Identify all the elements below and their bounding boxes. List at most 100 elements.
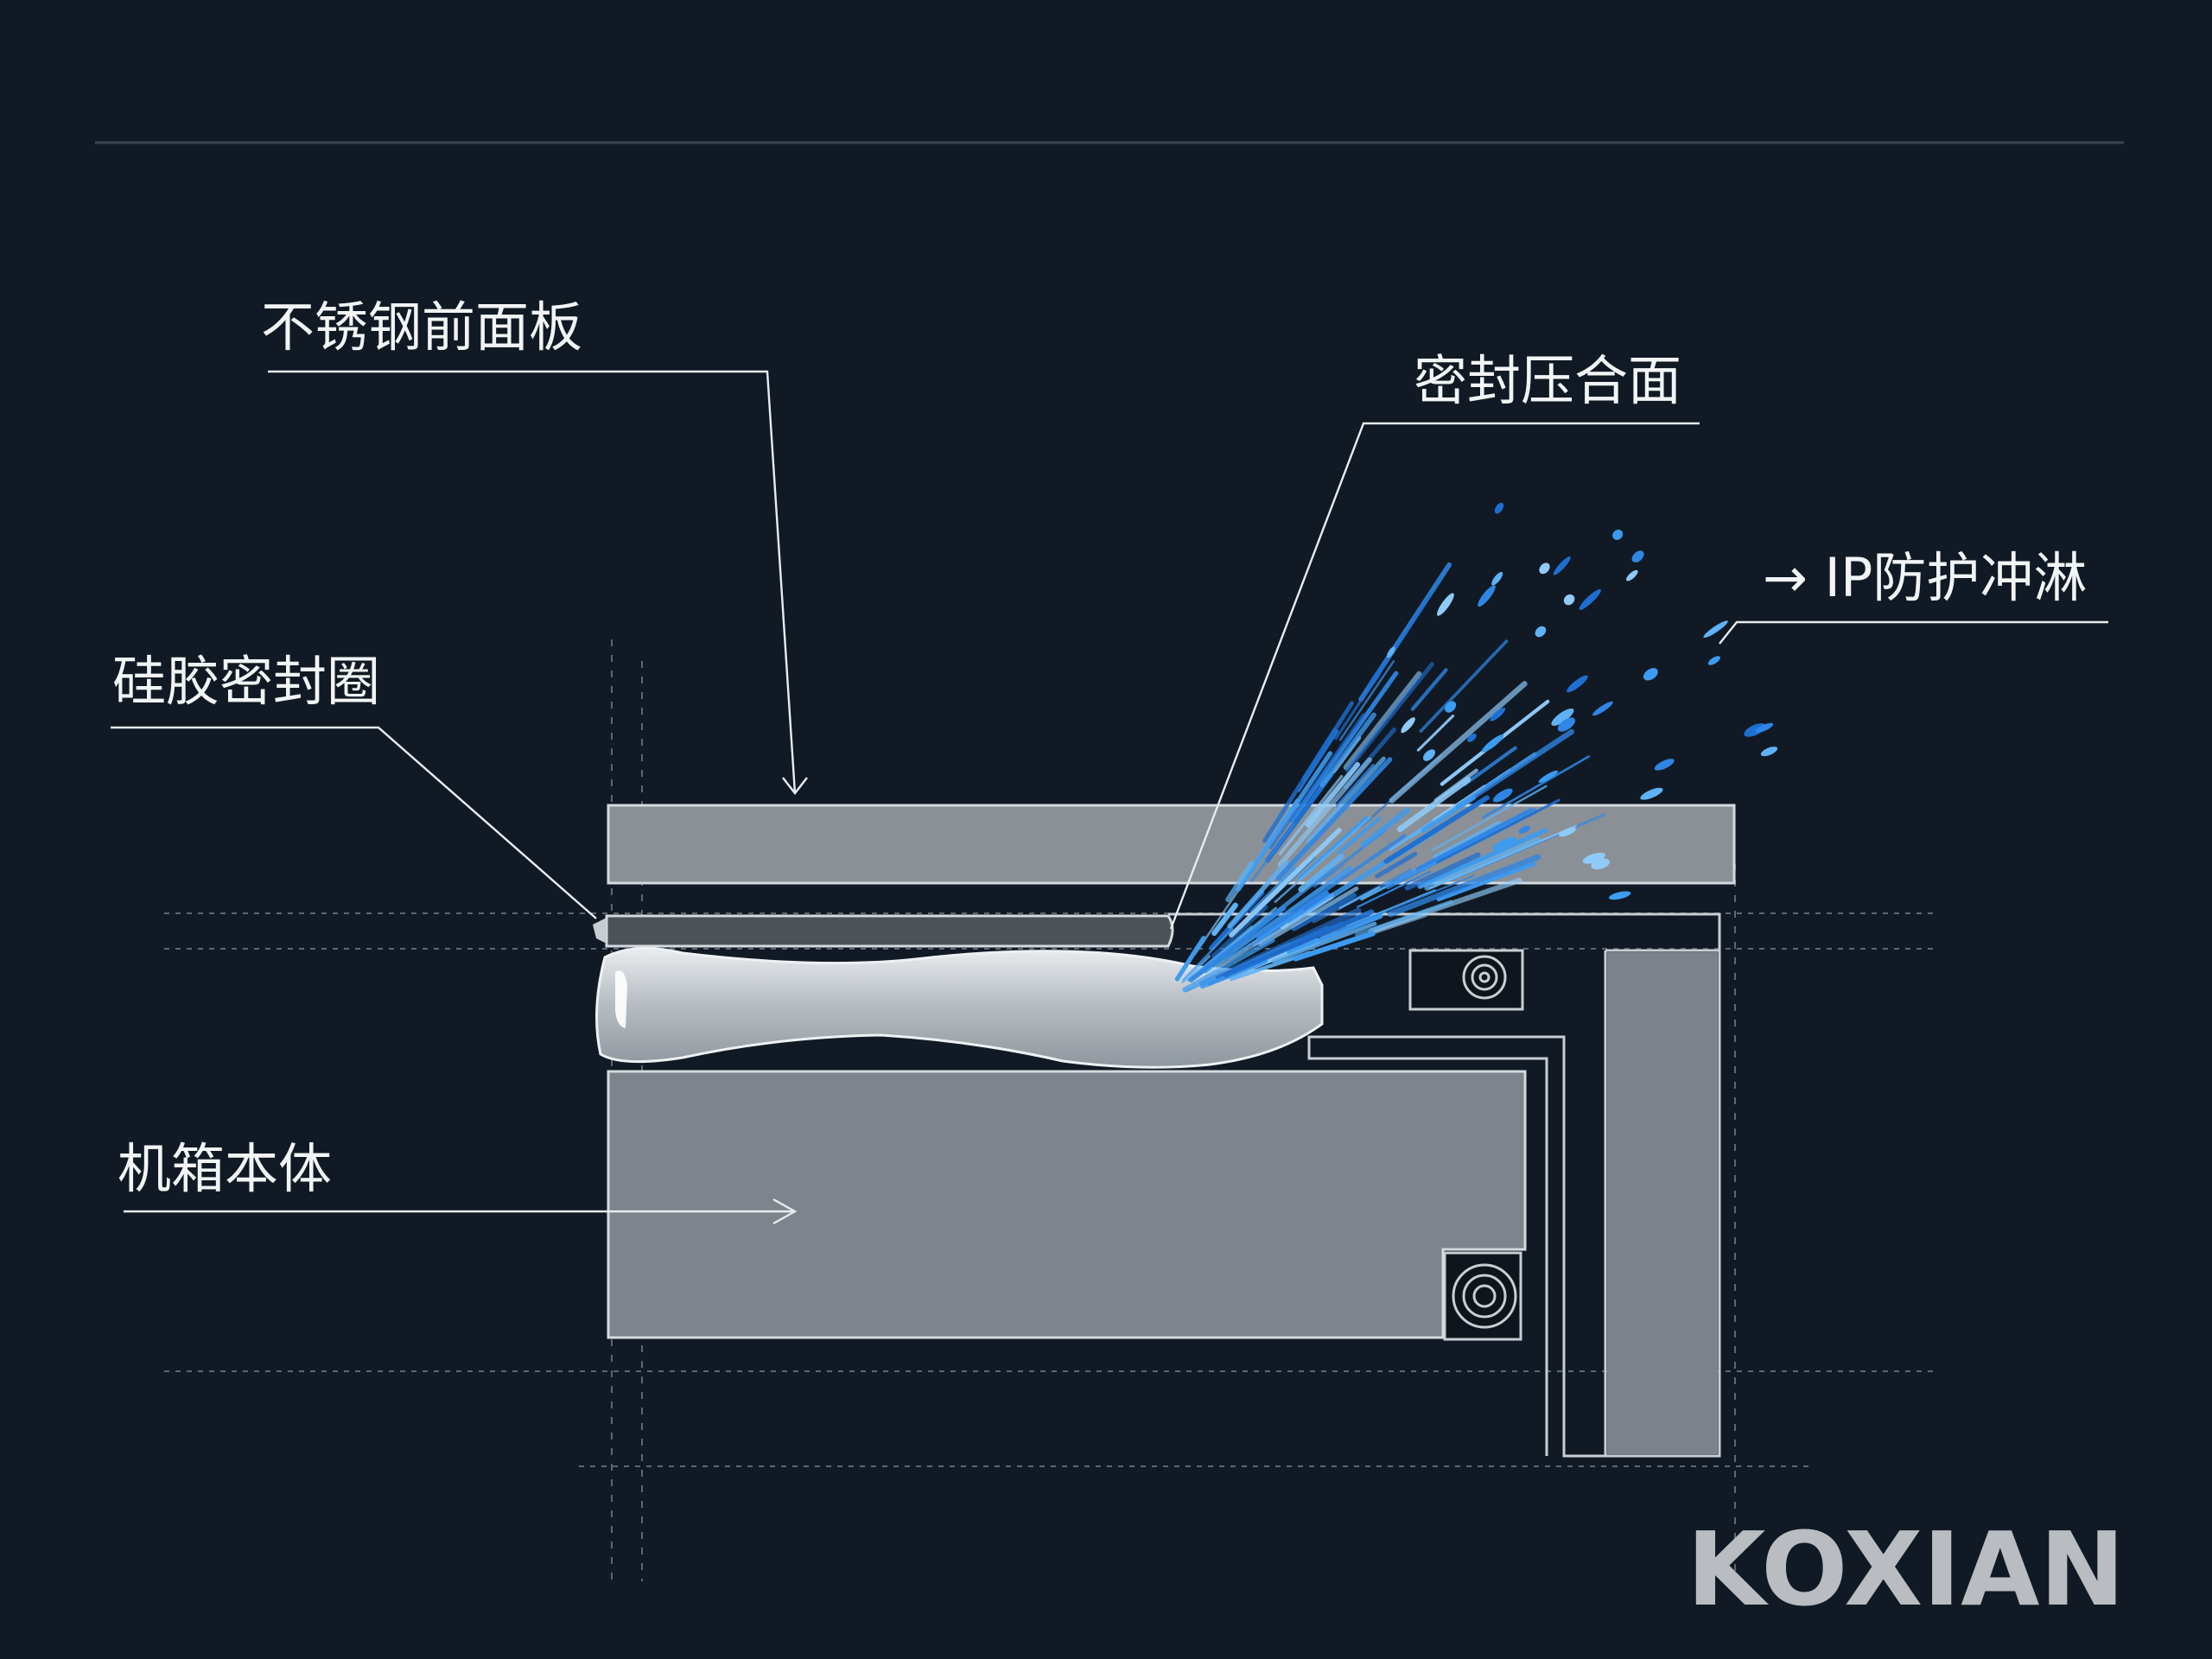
water-streak: [1211, 902, 1238, 937]
water-streak: [1182, 927, 1234, 982]
water-droplet: [1492, 836, 1517, 850]
water-streak: [1182, 938, 1275, 993]
water-streak: [1355, 899, 1453, 938]
water-droplet: [1518, 825, 1531, 834]
water-droplet: [1760, 747, 1778, 757]
water-droplet: [1551, 708, 1574, 727]
water-streak: [1188, 906, 1287, 982]
water-spray: [1174, 502, 1778, 993]
silicone-gasket: [595, 947, 1324, 1069]
water-streak: [1360, 807, 1411, 848]
water-droplet: [1386, 646, 1395, 658]
water-droplet: [1539, 563, 1550, 575]
water-droplet: [1538, 770, 1559, 783]
label-ip-spray: → IP防护冲淋: [1763, 546, 2087, 609]
water-streak: [1430, 785, 1548, 852]
leader-gasket: [111, 726, 597, 919]
water-droplet: [1755, 722, 1774, 733]
gasket-lip: [593, 918, 607, 944]
water-droplet: [1707, 656, 1720, 665]
water-droplet: [1567, 675, 1588, 693]
water-streak: [1236, 751, 1333, 893]
water-droplet: [1491, 571, 1503, 586]
water-droplet: [1631, 550, 1644, 563]
water-droplet: [1643, 668, 1658, 681]
gasket-highlight: [615, 970, 627, 1028]
water-streak: [1421, 795, 1477, 833]
water-streak: [1227, 909, 1304, 961]
arrow-head-body: [772, 1198, 798, 1225]
water-streak: [1338, 660, 1395, 741]
label-stainless-panel: 不锈钢前面板: [261, 296, 582, 359]
water-droplet: [1582, 852, 1605, 864]
water-droplet: [1467, 733, 1477, 742]
water-streak: [1389, 681, 1528, 804]
housing-side-wall: [1607, 952, 1718, 1454]
water-droplet: [1553, 556, 1571, 575]
water-streak: [1417, 828, 1548, 889]
water-streak: [1337, 817, 1382, 855]
water-streak: [1278, 774, 1344, 855]
water-streak: [1203, 866, 1352, 974]
water-droplet: [1401, 717, 1415, 734]
water-streak: [1433, 820, 1502, 860]
bolt-icon: [1452, 1263, 1517, 1329]
label-seal-surface: 密封压合面: [1414, 349, 1681, 412]
water-streak: [1258, 886, 1359, 947]
water-droplet: [1445, 701, 1457, 713]
water-streak: [1250, 822, 1296, 883]
water-droplet: [1626, 569, 1638, 582]
water-streak: [1455, 728, 1575, 810]
water-streak: [1335, 763, 1375, 808]
water-streak: [1481, 755, 1591, 819]
water-streak: [1436, 861, 1536, 902]
water-streak: [1357, 870, 1432, 908]
water-droplet: [1367, 665, 1383, 690]
water-streak: [1301, 728, 1338, 781]
leader-spray: [1719, 620, 2108, 645]
water-droplet: [1559, 827, 1576, 837]
water-streak: [1338, 886, 1381, 910]
water-streak: [1223, 909, 1375, 978]
water-streak: [1298, 853, 1344, 893]
housing-frame: [1168, 912, 1721, 1458]
water-droplet: [1703, 620, 1728, 639]
water-streak: [1424, 836, 1541, 891]
water-droplet: [1492, 788, 1513, 803]
leader-seal-surface: [1169, 422, 1700, 930]
water-streak: [1387, 854, 1541, 918]
water-streak: [1181, 955, 1211, 984]
water-droplet: [1422, 749, 1436, 761]
water-streak: [1383, 795, 1490, 864]
water-streak: [1436, 798, 1560, 864]
water-droplet: [1579, 588, 1601, 610]
water-droplet: [1654, 759, 1675, 771]
bolt-icon: [1462, 955, 1507, 1000]
water-streak: [1287, 913, 1383, 955]
water-streak: [1211, 905, 1268, 958]
water-streak: [1306, 756, 1386, 844]
water-streak: [1227, 860, 1289, 929]
water-droplet: [1640, 787, 1663, 800]
water-streak: [1319, 712, 1376, 788]
seal-compression-strip: [605, 914, 1174, 948]
stainless-front-panel: [607, 804, 1736, 885]
water-streak: [1293, 931, 1376, 962]
water-droplet: [1494, 502, 1504, 514]
water-streak: [1419, 639, 1509, 733]
water-droplet: [1481, 734, 1504, 753]
water-streak: [1215, 896, 1334, 970]
water-streak: [1313, 861, 1345, 888]
water-droplet: [1478, 585, 1496, 607]
label-enclosure-body: 机箱本体: [118, 1137, 332, 1200]
water-streak: [1410, 668, 1448, 711]
water-droplet: [1535, 626, 1547, 638]
water-streak: [1225, 861, 1255, 903]
water-streak: [1416, 714, 1455, 752]
water-streak: [1274, 816, 1372, 904]
water-streak: [1433, 768, 1478, 803]
water-streak: [1462, 746, 1517, 786]
enclosure-body: [607, 1070, 1527, 1339]
water-streak: [1338, 874, 1475, 932]
